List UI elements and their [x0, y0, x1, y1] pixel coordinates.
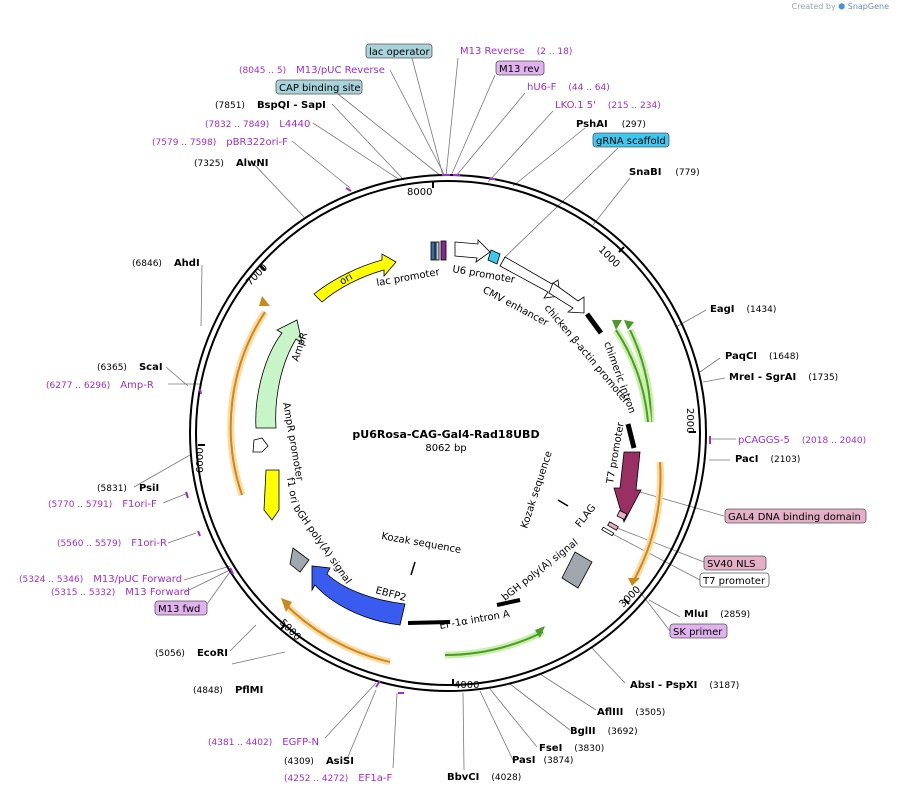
leader-lines — [133, 57, 736, 771]
tick-label: 4000 — [454, 680, 479, 691]
tick-marks — [198, 182, 696, 686]
site-eagi: EagI(1434) — [710, 304, 776, 315]
primer-m13-puc-forward: (5324 .. 5346)M13/pUC Forward — [19, 574, 182, 585]
sk-primer-label: SK primer — [673, 627, 723, 638]
cap-binding-site-label: CAP binding site — [279, 83, 361, 94]
site-scai: (6365)ScaI — [97, 362, 163, 373]
site-paqci: PaqCI(1648) — [725, 351, 799, 362]
site-bspqi-sapi: (7851)BspQI - SapI — [215, 100, 326, 111]
primer-m13-forward: (5315 .. 5332)M13 Forward — [51, 587, 190, 598]
grna-scaffold-label: gRNA scaffold — [596, 136, 666, 147]
site-asisi: (4309)AsiSI — [284, 756, 354, 767]
primer-ef1a-f: (4252 .. 4272)EF1a-F — [284, 773, 392, 784]
snapgene-logo-icon: ⬢ — [838, 2, 846, 11]
outer-arcs — [227, 296, 664, 666]
site-bglii: BglII(3692) — [570, 726, 638, 737]
site-mrei-sgrai: MreI - SgrAI(1735) — [729, 372, 838, 383]
site-pasi: PasI(3874) — [512, 755, 573, 766]
tick-label: 1000 — [596, 244, 622, 270]
feature-label: Kozak sequence — [519, 450, 554, 530]
feature-label: Kozak sequence — [380, 531, 461, 556]
t7-promoter-box-label: T7 promoter — [702, 576, 766, 587]
primer-pcaggs-5: pCAGGS-5(2018 .. 2040) — [738, 435, 866, 446]
primer-m13-reverse: M13 Reverse(2 .. 18) — [460, 46, 572, 57]
primer-marks — [185, 174, 711, 694]
credit-prefix: Created by — [791, 2, 836, 11]
snapgene-credit: Created by ⬢ SnapGene — [792, 2, 889, 11]
site-pshai: PshAI(297) — [576, 119, 646, 130]
lac-operator-label: lac operator — [369, 47, 430, 58]
site-mlui: MluI(2859) — [684, 609, 750, 620]
tick-label: 6000 — [195, 448, 206, 473]
primer-lko1: LKO.1 5'(215 .. 234) — [555, 100, 661, 111]
site-ecori: (5056)EcoRI — [155, 648, 228, 659]
primer-labels: M13 Reverse(2 .. 18) hU6-F(44 .. 64) LKO… — [19, 46, 866, 784]
gal4-binding-domain-label: GAL4 DNA binding domain — [728, 512, 861, 523]
primer-amp-r: (6277 .. 6296)Amp-R — [46, 380, 154, 391]
tick-label: 8000 — [407, 187, 432, 198]
tick-label: 7000 — [244, 262, 270, 288]
boxed-label-texts: lac operator M13 rev CAP binding site gR… — [158, 47, 861, 638]
restriction-sites: PshAI(297) SnaBI(779) EagI(1434) PaqCI(1… — [97, 100, 838, 783]
site-fsei: FseI(3830) — [539, 743, 604, 754]
feature-label: chicken β-actin promoter — [542, 303, 632, 407]
sv40-nls-label: SV40 NLS — [707, 559, 756, 570]
site-ahdi: (6846)AhdI — [132, 258, 200, 269]
primer-egfp-n: (4381 .. 4402)EGFP-N — [208, 737, 319, 748]
primer-m13-puc-reverse: (8045 .. 5)M13/pUC Reverse — [239, 65, 385, 76]
primer-hu6-f: hU6-F(44 .. 64) — [527, 82, 610, 93]
site-bbvci: BbvCI(4028) — [447, 772, 521, 783]
feature-label: f1 ori — [284, 477, 299, 505]
site-pflmi: (4848)PflMI — [193, 685, 263, 696]
site-afliii: AflIII(3505) — [597, 707, 665, 718]
primer-f1ori-f: (5770 .. 5791)F1ori-F — [48, 499, 157, 510]
credit-brand: SnapGene — [847, 2, 889, 11]
m13-rev-label: M13 rev — [499, 64, 540, 75]
feature-label: CMV enhancer — [481, 285, 551, 329]
tick-label: 2000 — [684, 408, 695, 433]
site-alwni: (7325)AlwNI — [194, 158, 268, 169]
site-paci: PacI(2103) — [735, 454, 800, 465]
inner-features — [252, 239, 642, 626]
primer-l4440: (7832 .. 7849)L4440 — [205, 119, 310, 130]
site-snabi: SnaBI(779) — [629, 167, 700, 178]
site-psii: (5831)PsiI — [97, 483, 159, 494]
m13-fwd-label: M13 fwd — [158, 604, 200, 615]
plasmid-name: pU6Rosa-CAG-Gal4-Rad18UBD — [352, 428, 539, 441]
feature-label: EF-1α intron A — [439, 609, 511, 632]
site-absi-pspxi: AbsI - PspXI(3187) — [630, 680, 739, 691]
plasmid-length: 8062 bp — [425, 443, 466, 454]
feature-label: FLAG — [574, 503, 599, 530]
primer-f1ori-r: (5560 .. 5579)F1ori-R — [57, 538, 167, 549]
primer-pbr322ori-f: (7579 .. 7598)pBR322ori-F — [152, 137, 288, 148]
feature-label: AmpR promoter — [280, 402, 305, 483]
boxed-labels — [154, 43, 867, 639]
